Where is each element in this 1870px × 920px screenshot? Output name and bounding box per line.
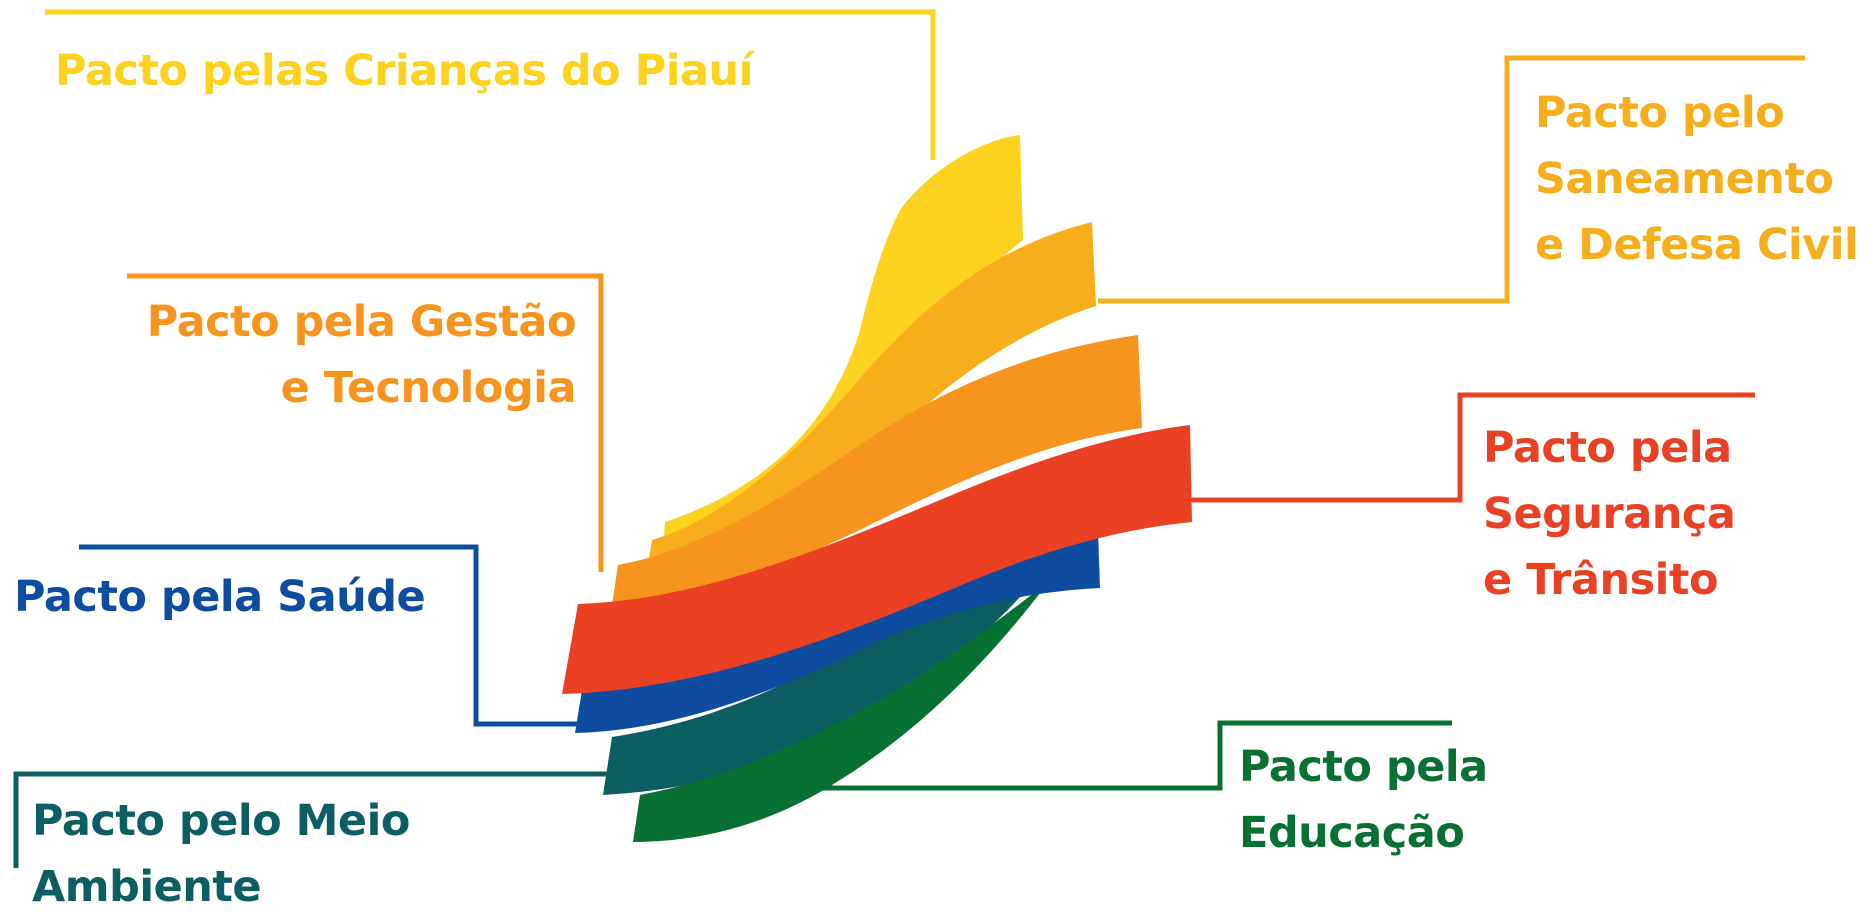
connector-seguranca (1190, 392, 1755, 503)
band-amber (647, 222, 1096, 572)
band-yellow (663, 135, 1023, 552)
label-line: Ambiente (32, 862, 262, 912)
label-line: Pacto pelo (1535, 88, 1785, 138)
connector-educacao (780, 720, 1452, 791)
connector-criancas (45, 9, 936, 160)
label-educacao: Pacto pela Educação (1239, 734, 1488, 866)
label-line: Saneamento (1535, 154, 1834, 204)
label-criancas: Pacto pelas Crianças do Piauí (55, 38, 753, 104)
label-line: e Defesa Civil (1535, 220, 1859, 270)
label-line: Segurança (1483, 489, 1736, 539)
label-saude: Pacto pela Saúde (14, 564, 426, 630)
connector-meio-ambiente (13, 771, 608, 868)
band-orange (612, 335, 1142, 605)
label-line: e Trânsito (1483, 555, 1719, 605)
label-line: Pacto pelas Crianças do Piauí (55, 46, 753, 96)
label-meio-ambiente: Pacto pelo Meio Ambiente (32, 788, 410, 920)
label-line: Educação (1239, 808, 1465, 858)
label-line: Pacto pela Saúde (14, 572, 426, 622)
connector-saneamento (1098, 55, 1805, 304)
label-line: Pacto pela (1483, 423, 1732, 473)
label-line: Pacto pelo Meio (32, 796, 410, 846)
label-saneamento: Pacto pelo Saneamento e Defesa Civil (1535, 80, 1859, 278)
label-seguranca: Pacto pela Segurança e Trânsito (1483, 415, 1736, 613)
band-teal (603, 560, 1050, 795)
label-line: Pacto pela Gestão (146, 297, 577, 347)
label-line: Pacto pela (1239, 742, 1488, 792)
connector-saude (79, 544, 580, 727)
label-gestao: Pacto pela Gestão e Tecnologia (100, 289, 577, 421)
band-red (562, 425, 1192, 694)
connector-gestao (127, 273, 604, 572)
band-green (633, 580, 1050, 842)
label-line: e Tecnologia (280, 363, 577, 413)
